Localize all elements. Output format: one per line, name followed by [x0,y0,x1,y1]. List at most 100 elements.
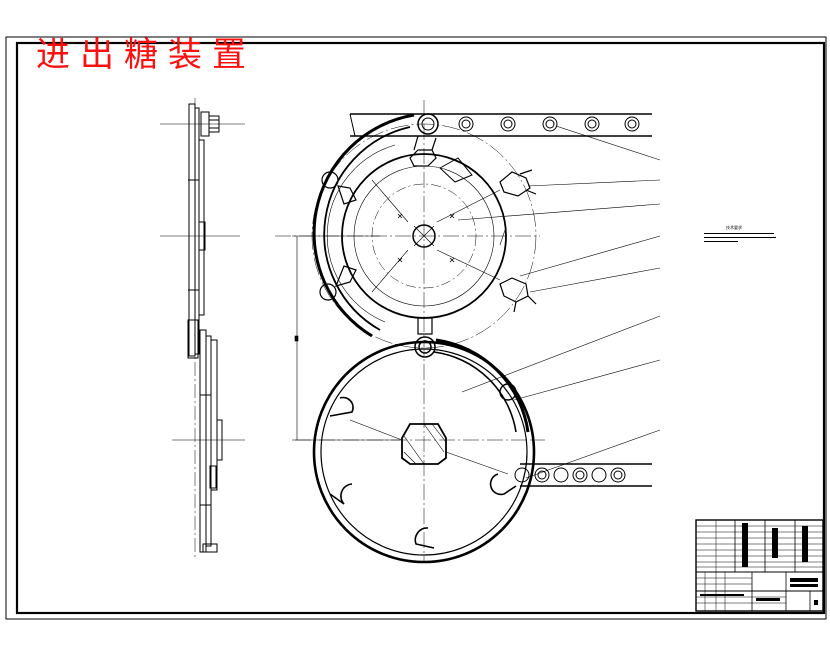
candy-pocket-inner [627,119,637,129]
inner-frame [15,41,826,615]
outer-frame [5,36,827,620]
candy-pocket [624,116,640,132]
outfeed-pocket-inner [613,470,623,480]
mark-x [397,257,403,263]
technical-requirements-note: 技术要求 [704,226,776,242]
gripper-body [409,149,437,167]
transfer-point [414,317,436,358]
outfeed-pocket [534,467,550,483]
upper-bottom-collar [187,319,199,359]
gripper-arm [321,171,357,205]
upper-plate [198,139,205,316]
tb-name-mark [790,578,818,582]
tb-scale-mark [756,598,780,601]
lower-pocket [329,396,354,417]
lower-pocket [414,527,435,549]
center-distance-dimension [292,235,400,441]
tech-note-line [704,234,776,238]
tech-note-heading: 技术要求 [726,225,742,230]
gripper-arm [319,265,357,301]
gripper-body [334,265,357,287]
lower-wheel [312,340,536,564]
gripper-body [337,185,357,205]
upper-spoke [371,249,409,293]
upper-shaft-liner [194,107,200,355]
upper-spoke [436,189,501,223]
tb-name-mark [790,584,818,587]
tb-text-block [802,526,808,562]
upper-pitch-circle [311,123,537,349]
leader-3 [457,203,661,221]
gripper-arm [499,277,537,313]
tb-text-block [772,528,778,558]
gripper-jaw [513,295,537,313]
parts-list-rows [696,520,823,611]
part-leaders [457,125,661,479]
mark-x [397,213,403,219]
title-block-text-marks [700,523,818,605]
tb-text-block [742,523,748,567]
title-block [695,519,824,612]
upper-wheel-seam [499,229,506,246]
lower-hub-hatch [403,451,417,465]
tech-note-line [704,230,774,234]
front-view [275,100,661,564]
upper-hub-hatch [413,225,435,247]
upper-bolt-circle [371,183,477,289]
upper-hub [412,224,436,248]
upper-hub-nut [208,115,220,133]
dim-value-mark [294,335,299,342]
gripper-roller [319,283,337,301]
lower-radial [445,451,509,475]
candy-pocket-inner [461,119,471,129]
outfeed-pocket-inner [537,470,547,480]
mark-x [449,257,455,263]
lower-shaft [199,329,207,553]
lower-hub [401,423,447,465]
upper-spoke [436,249,501,281]
outfeed-pocket [514,467,530,483]
guard-arc-thin [326,144,396,323]
gripper-roller [321,171,339,189]
outfeed-pocket-inner [575,470,585,480]
gripper-arm [409,135,437,167]
transfer-gripper-body [417,317,433,335]
candy-pocket [584,116,600,132]
candy-pocket-inner [503,119,513,129]
upper-guard-rail [312,113,415,338]
transfer-gripper-roller [414,336,436,358]
candy-pocket-inner [587,119,597,129]
lower-wheel-inner [320,348,528,556]
upper-key [198,221,206,251]
drawing-title: 进出糖装置 [36,35,256,75]
lower-hub-hatch [403,435,425,465]
gripper-jaw [519,169,537,195]
leader-6 [461,315,661,393]
lower-pocket-roller [499,383,517,401]
outfeed-pocket [610,467,626,483]
candy-pocket [542,116,558,132]
leader-1 [555,125,661,161]
tb-sheet-mark [814,600,818,605]
leader-8 [525,429,661,479]
leader-5 [529,267,661,293]
leader-4 [519,235,661,277]
lower-wheel-outer [312,340,536,564]
conveyor-left-end [349,113,356,137]
leader-7 [513,359,661,401]
gripper-body [499,171,531,197]
side-view [160,98,245,558]
lower-plate [210,339,218,491]
outfeed-conveyor [514,463,652,487]
outfeed-pocket [591,467,607,483]
lower-radial [349,419,403,441]
mark-x [449,213,455,219]
upper-shaft [188,103,196,357]
lower-guard-inner [433,351,517,433]
infeed-conveyor [349,113,652,137]
lower-shaft-liner [205,335,212,547]
candy-pocket [458,116,474,132]
gripper-jaw [413,135,437,151]
